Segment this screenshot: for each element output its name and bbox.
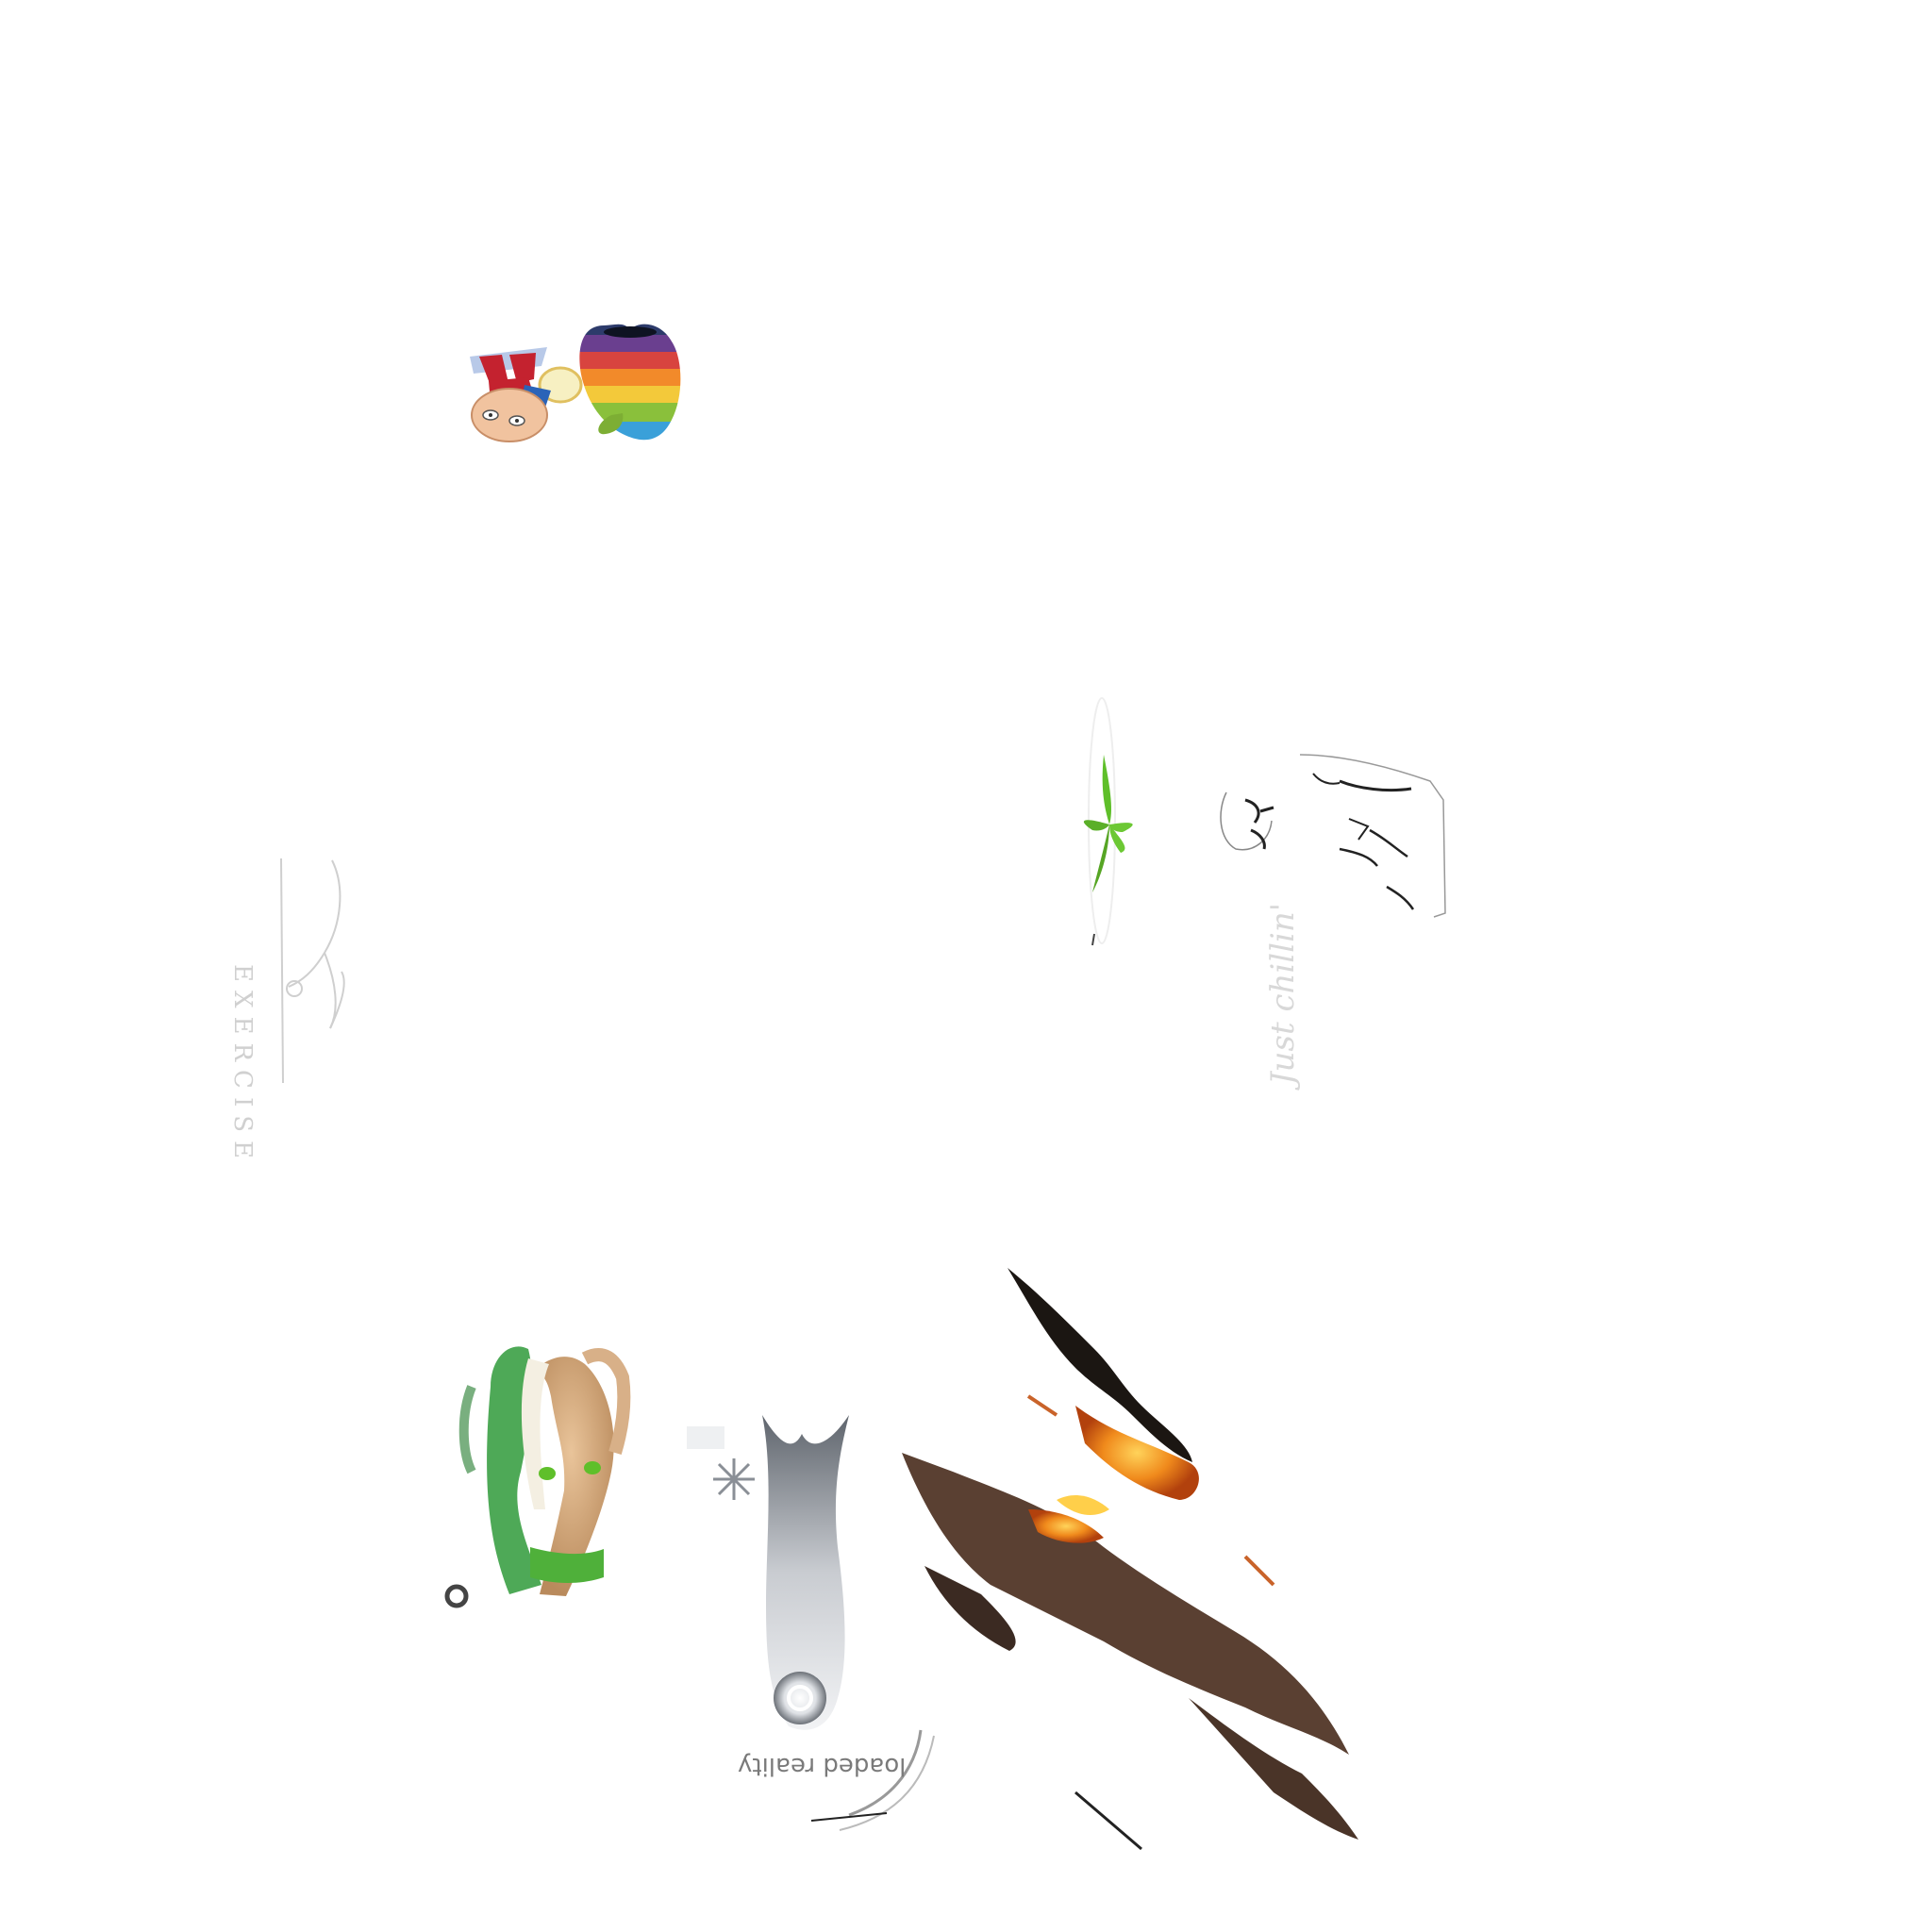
chillin-text: Just chillin': [1264, 902, 1302, 1085]
fantasy-woman-image: [444, 1346, 631, 1608]
sketch-figure-icon: [1220, 754, 1446, 918]
exercise-figure-icon: [280, 858, 345, 1084]
burning-smoke-image: [902, 1268, 1358, 1851]
rainbow-apple-icon: [579, 324, 681, 441]
leaf-icon: [1083, 697, 1133, 946]
cartoon-baby-icon: [470, 347, 583, 442]
exercise-text: EXERCISE: [228, 964, 257, 1167]
loaded-reality-text: loaded reality: [738, 1752, 907, 1780]
glowing-light-icon: [687, 1415, 935, 1831]
